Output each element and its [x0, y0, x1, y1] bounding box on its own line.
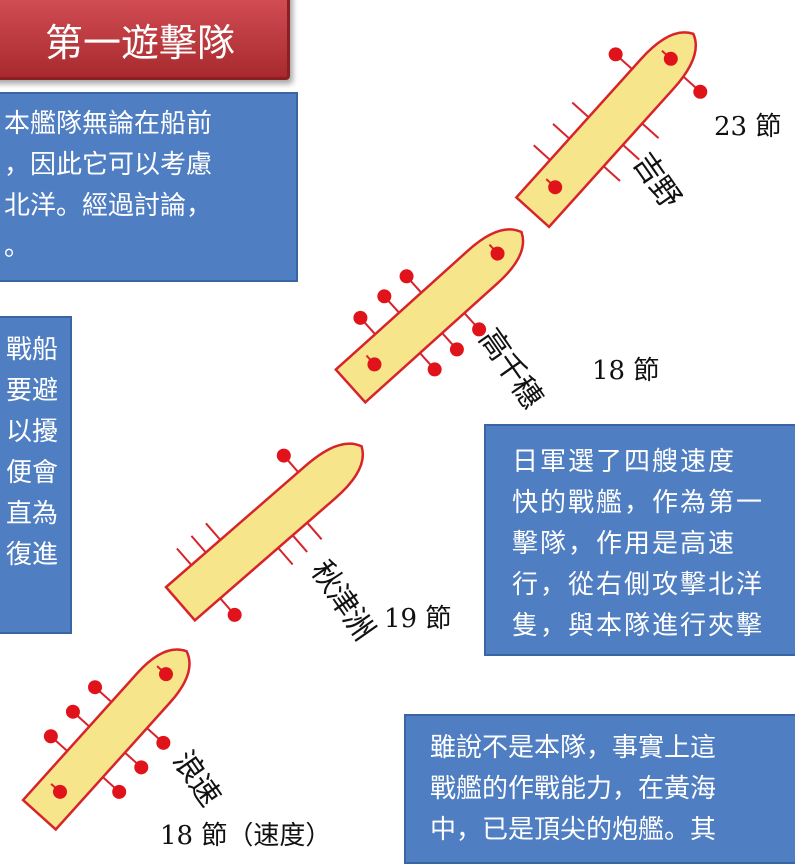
ship-hull — [514, 31, 697, 229]
turret — [367, 357, 382, 372]
paragraph-mid-left: 戰船 要避 以擾 便會 直為 復進 — [0, 316, 72, 634]
text-line: 復進 — [6, 540, 59, 570]
text-line: 便會 — [6, 458, 59, 488]
turret — [548, 180, 563, 195]
ship-speed-label: 19 節 — [384, 604, 452, 634]
turret — [490, 246, 505, 261]
ship-speed-label: 18 節（速度） — [160, 821, 332, 851]
turret — [663, 51, 678, 66]
gun-mount — [602, 165, 621, 182]
text-line: 戰船 — [6, 335, 59, 365]
gun-marker — [608, 47, 623, 62]
gun-mount — [176, 547, 193, 566]
text-line: 行，從右側攻擊北洋 — [512, 570, 765, 600]
gun-mount — [533, 144, 551, 161]
gun-mount — [277, 547, 294, 566]
text-line: 北洋。經過討論， — [4, 191, 213, 221]
text-line: 中，已是頂尖的炮艦。其 — [430, 815, 717, 845]
ship-hull — [164, 442, 364, 623]
text-line: 直為 — [6, 499, 59, 529]
gun-marker — [134, 760, 149, 775]
text-line: 以擾 — [6, 417, 59, 447]
text-line: 。 — [4, 232, 31, 262]
ship — [334, 228, 525, 405]
title-banner: 第一遊擊隊 — [0, 0, 290, 80]
gun-marker — [112, 784, 127, 799]
text-line: 日軍選了四艘速度 — [512, 447, 737, 477]
gun-mount — [641, 122, 660, 139]
gun-mount — [552, 123, 571, 140]
gun-marker — [276, 448, 291, 463]
gun-mount — [291, 534, 308, 553]
text-line: 快的戰艦，作為第一 — [512, 488, 765, 518]
text-line: 本艦隊無論在船前 — [4, 109, 213, 139]
gun-marker — [65, 704, 80, 719]
title-text: 第一遊擊隊 — [44, 20, 235, 65]
ship — [21, 648, 191, 832]
text-line: 戰艦的作戰能力，在黃海 — [430, 774, 717, 804]
turret — [158, 667, 173, 682]
gun-marker — [449, 342, 464, 357]
text-line: ，因此它可以考慮 — [4, 150, 213, 180]
gun-marker — [399, 269, 414, 284]
text-line: 要避 — [6, 376, 59, 406]
ship-hull — [334, 228, 525, 405]
paragraph-bottom-right: 雖說不是本隊，事實上這 戰艦的作戰能力，在黃海 中，已是頂尖的炮艦。其 — [404, 714, 795, 864]
gun-mount — [306, 522, 323, 540]
ship — [164, 442, 364, 623]
text-line: 擊隊，作用是高速 — [512, 529, 737, 559]
gun-marker — [88, 680, 103, 695]
gun-marker — [353, 310, 368, 325]
gun-marker — [156, 735, 171, 750]
ship — [514, 31, 708, 229]
paragraph-mid-right: 日軍選了四艘速度 快的戰艦，作為第一 擊隊，作用是高速 行，從右側攻擊北洋 隻，… — [484, 424, 795, 656]
gun-marker — [693, 84, 708, 99]
paragraph-top-left: 本艦隊無論在船前 ，因此它可以考慮 北洋。經過討論， 。 — [0, 92, 298, 282]
gun-marker — [43, 729, 58, 744]
text-line: 雖說不是本隊，事實上這 — [430, 733, 717, 763]
gun-marker — [227, 607, 242, 622]
turret — [53, 784, 68, 799]
gun-marker — [427, 362, 442, 377]
text-line: 隻，與本隊進行夾擊 — [512, 611, 765, 641]
gun-mount — [205, 522, 222, 541]
gun-marker — [472, 322, 487, 337]
gun-mount — [622, 144, 640, 161]
ship-hull — [21, 648, 191, 832]
gun-mount — [571, 101, 590, 118]
ship-speed-label: 18 節 — [592, 356, 660, 386]
ship-speed-label: 23 節 — [714, 112, 782, 142]
gun-mount — [190, 535, 207, 554]
gun-marker — [377, 289, 392, 304]
